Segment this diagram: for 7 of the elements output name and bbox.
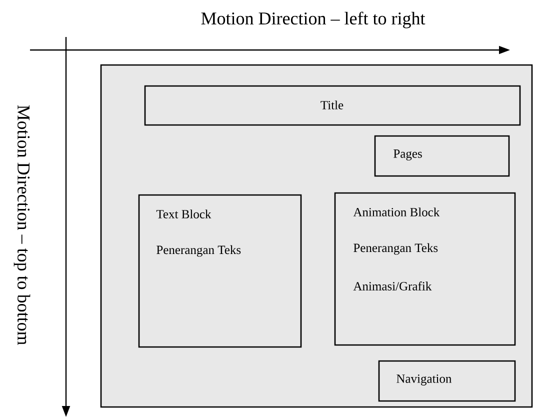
animation-block-box: Animation Block Penerangan Teks Animasi/Grafik <box>334 192 516 346</box>
title-box: Title <box>144 85 521 126</box>
navigation-box: Navigation <box>378 360 516 402</box>
text-block-box: Text Block Penerangan Teks <box>138 194 302 348</box>
pages-box: Pages <box>374 135 510 177</box>
axis-label: Motion Direction – top to bottom <box>14 105 30 345</box>
axis-label: Motion Direction – left to right <box>201 12 426 28</box>
